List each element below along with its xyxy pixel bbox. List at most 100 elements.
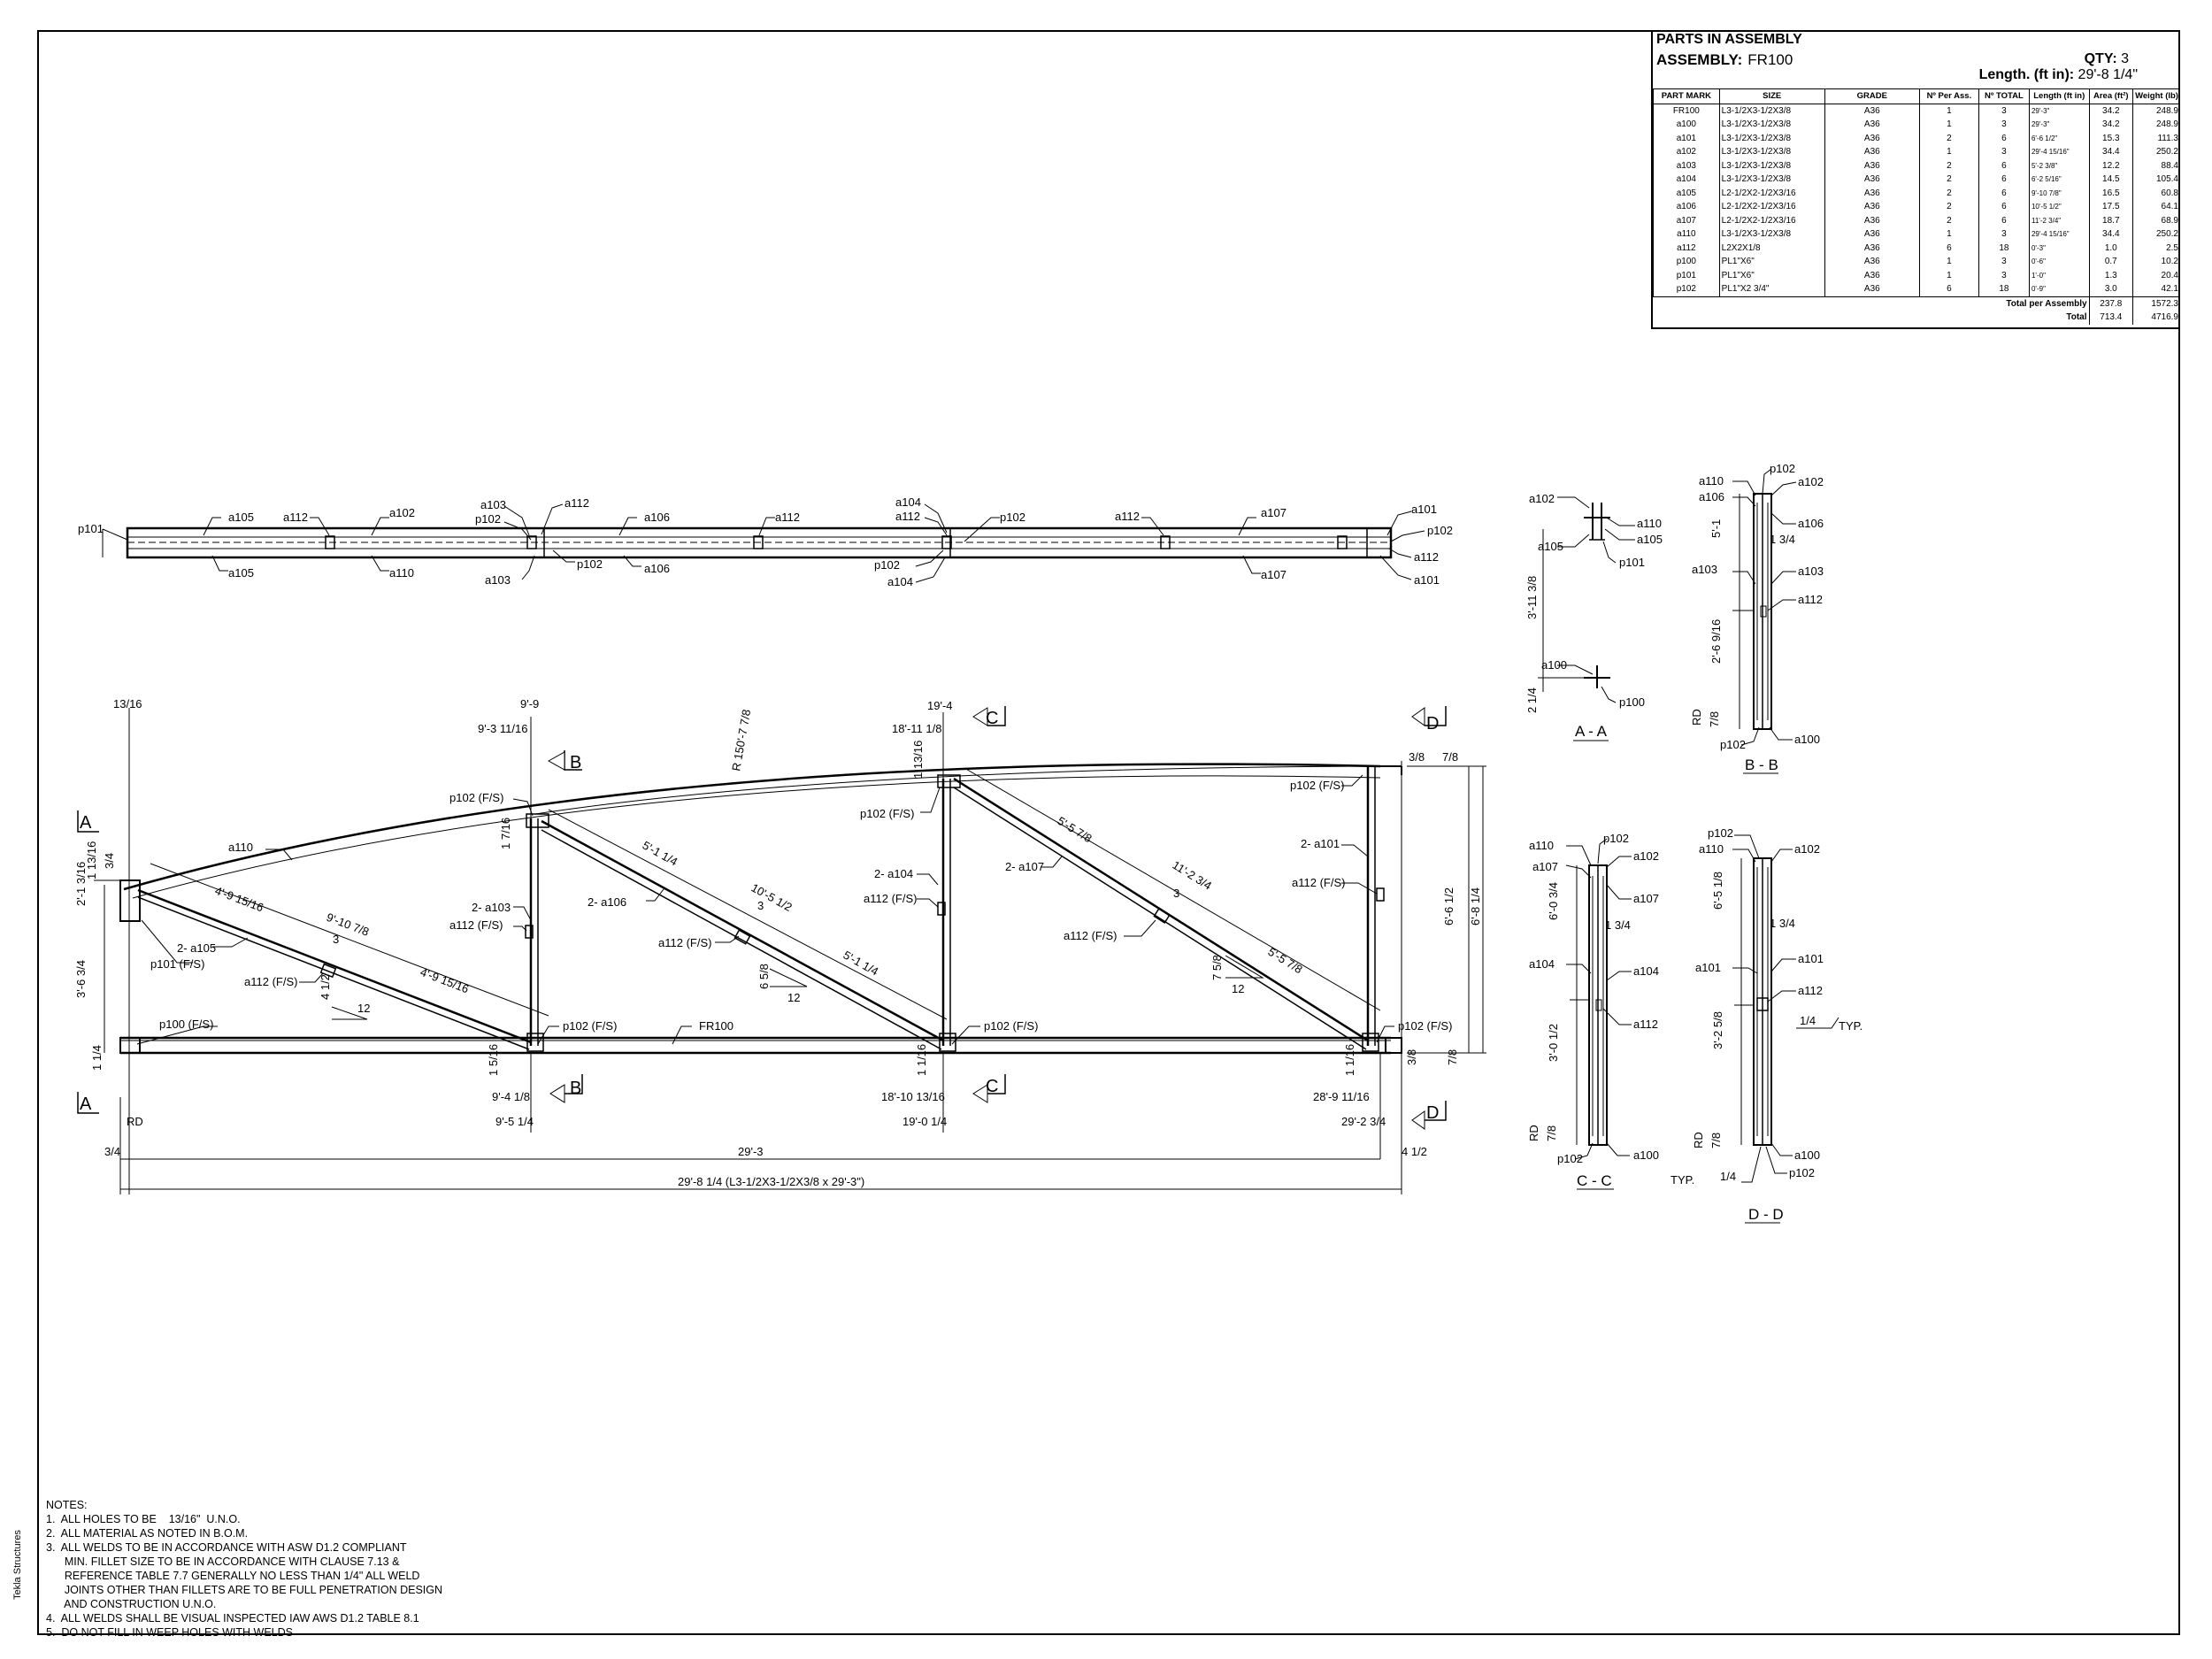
table-cell: 10.2 (2132, 255, 2180, 269)
note-line: JOINTS OTHER THAN FILLETS ARE TO BE FULL… (46, 1584, 443, 1596)
column-header: SIZE (1718, 88, 1825, 104)
member-label: p102 (F/S) (984, 1019, 1038, 1033)
plan-label: a103 (485, 573, 511, 587)
member-label: a112 (F/S) (244, 975, 297, 988)
table-cell: PL1"X2 3/4" (1718, 282, 1825, 296)
dim-label: 5'-1 (1709, 519, 1723, 538)
table-cell: 12.2 (2088, 158, 2133, 173)
section-label: a100 (1633, 1148, 1659, 1162)
section-label: a103 (1798, 565, 1824, 578)
slope-label: 12 (787, 991, 800, 1004)
note-line: 3. ALL WELDS TO BE IN ACCORDANCE WITH AS… (46, 1541, 407, 1554)
dim-label: 6'-5 1/8 (1711, 872, 1724, 910)
table-cell: 15.3 (2088, 131, 2133, 145)
dim-label: 7/8 (1709, 1133, 1723, 1148)
dim-label: 3'-11 3/8 (1525, 576, 1539, 619)
column-header: PART MARK (1653, 88, 1720, 104)
elevation-labels: a110 2- a105 p101 (F/S) a112 (F/S) p100 … (74, 697, 1482, 1188)
table-cell: a105 (1653, 186, 1720, 200)
dim-label: 6'-6 1/2 (1442, 887, 1455, 926)
section-mark-b: B (570, 1079, 581, 1098)
total-weight: 4716.9 (2132, 311, 2180, 325)
table-cell: A36 (1824, 131, 1920, 145)
table-cell: 6 (1918, 282, 1979, 296)
dim-label: 2'-1 3/16 (74, 862, 88, 906)
dim-label: 1 3/4 (1770, 533, 1795, 546)
dim-label: 7/8 (1708, 711, 1721, 727)
plan-label: p102 (475, 512, 501, 526)
section-title: A - A (1575, 723, 1608, 740)
assembly-value: FR100 (1747, 51, 1793, 68)
plan-label: a104 (895, 495, 921, 509)
section-label: a104 (1529, 957, 1555, 971)
table-cell: 2 (1918, 200, 1979, 214)
diag-dim: 4'-9 15/16 (213, 884, 265, 915)
table-cell: 18 (1978, 241, 2030, 255)
plan-label: a112 (775, 511, 800, 524)
parts-table: PARTS IN ASSEMBLY ASSEMBLY:FR100 QTY: 3 … (1651, 30, 2180, 329)
table-cell: 3 (1978, 104, 2030, 118)
dim-label: RD (1690, 709, 1703, 726)
section-label: p101 (1619, 556, 1645, 569)
dim-label: 3'-2 5/8 (1711, 1011, 1724, 1049)
table-cell: 29'-3" (2028, 118, 2090, 132)
table-cell: L3-1/2X3-1/2X3/8 (1718, 131, 1825, 145)
table-cell: A36 (1824, 186, 1920, 200)
note-line: REFERENCE TABLE 7.7 GENERALLY NO LESS TH… (46, 1570, 420, 1582)
dim-label: 6'-0 3/4 (1547, 882, 1560, 920)
section-label: a110 (1529, 839, 1554, 852)
table-cell: 6 (1978, 173, 2030, 187)
plan-label: a112 (1414, 550, 1439, 564)
table-cell: 3 (1978, 118, 2030, 132)
table-cell: 6 (1978, 158, 2030, 173)
table-cell: 3 (1978, 255, 2030, 269)
table-cell: a101 (1653, 131, 1720, 145)
section-marks: A A B B C C D D (80, 709, 1439, 1123)
dim-label: 1/4 (1800, 1014, 1816, 1027)
member-label: p102 (F/S) (860, 807, 914, 820)
table-cell: 2 (1918, 186, 1979, 200)
dim-label: 1 13/16 (911, 741, 925, 779)
table-cell: a102 (1653, 145, 1720, 159)
member-label: a112 (F/S) (658, 936, 711, 949)
dim-label: 4 1/2 (1402, 1145, 1427, 1158)
table-cell: 20.4 (2132, 268, 2180, 282)
table-cell: 42.1 (2132, 282, 2180, 296)
total-per-assembly-area: 237.8 (2088, 296, 2133, 311)
section-c-c-labels: a110 p102 a102 a107 a107 a104 a104 a112 … (1527, 832, 1659, 1189)
table-cell: a110 (1653, 227, 1720, 242)
table-cell: L3-1/2X3-1/2X3/8 (1718, 118, 1825, 132)
diag-dim: 5'-1 1/4 (641, 839, 680, 869)
plan-label: a107 (1261, 506, 1286, 519)
qty-value: 3 (2121, 51, 2129, 66)
drawing-border (37, 30, 2180, 1635)
diag-dim: 4'-9 15/16 (419, 965, 471, 996)
truss-elevation (77, 706, 1486, 1194)
note-line: 1. ALL HOLES TO BE 13/16" U.N.O. (46, 1513, 241, 1525)
dim-label: 28'-9 11/16 (1313, 1090, 1370, 1103)
table-cell: L3-1/2X3-1/2X3/8 (1718, 104, 1825, 118)
section-label: a101 (1695, 961, 1721, 974)
dim-label: 3/4 (104, 1145, 120, 1158)
section-label: a112 (1798, 984, 1823, 997)
section-label: a110 (1699, 474, 1724, 488)
member-label: 2- a105 (177, 941, 216, 955)
member-label: a110 (228, 841, 253, 854)
table-cell: A36 (1824, 200, 1920, 214)
table-cell: 10'-5 1/2" (2028, 200, 2090, 214)
slope-label: 4 1/2 (319, 974, 332, 1000)
section-label: p102 (1770, 462, 1795, 475)
member-label: 2- a101 (1301, 837, 1340, 850)
table-cell: 34.2 (2088, 104, 2133, 118)
table-cell: 6'-6 1/2" (2028, 131, 2090, 145)
dim-label: 3'-6 3/4 (74, 960, 88, 998)
section-label: a112 (1633, 1018, 1658, 1031)
table-cell: L2-1/2X2-1/2X3/16 (1718, 200, 1825, 214)
member-label: p102 (F/S) (449, 791, 503, 804)
table-cell: L3-1/2X3-1/2X3/8 (1718, 158, 1825, 173)
